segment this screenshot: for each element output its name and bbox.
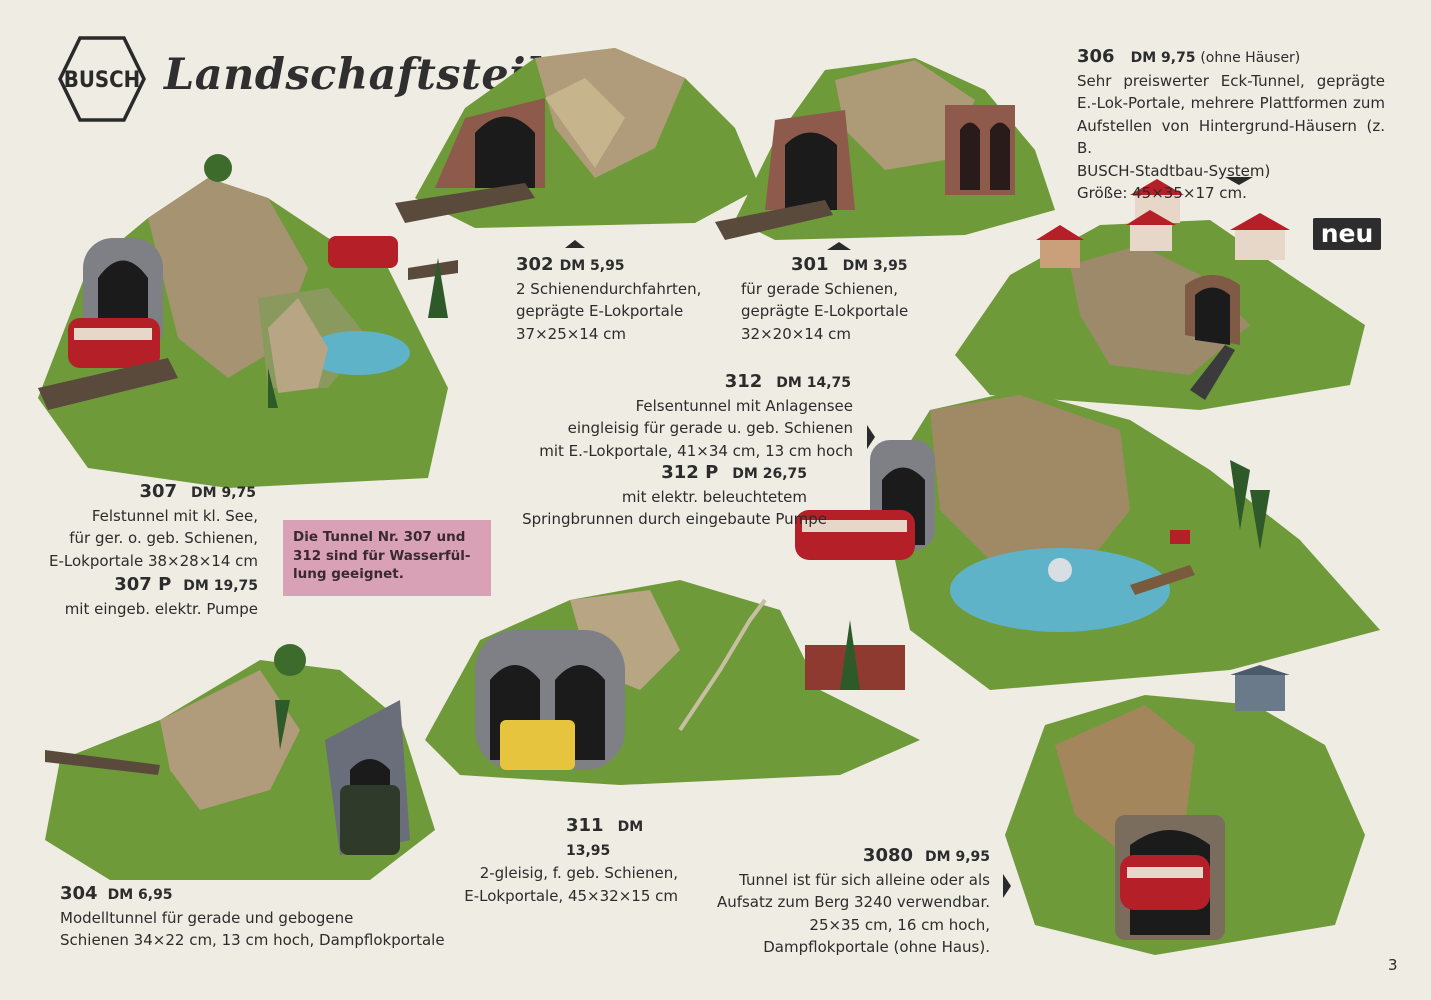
busch-logo: BUSCH [58, 36, 146, 122]
tunnel-302-picture [395, 48, 760, 228]
product-306-line: BUSCH-Stadtbau-System) [1077, 161, 1271, 180]
product-301-price: DM 3,95 [842, 258, 908, 274]
product-3080-line: Aufsatz zum Berg 3240 verwendbar. [716, 893, 990, 911]
product-307-text: 307 DM 9,75 Felstunnel mit kl. See, für g… [40, 481, 258, 620]
product-301-line: für gerade Schienen, [741, 279, 899, 298]
product-304-text: 304 DM 6,95 Modelltunnel für gerade und g… [60, 883, 460, 952]
product-312p-line: mit elektr. beleuchtetem [621, 487, 807, 506]
product-307-number: 307 [139, 481, 178, 502]
product-3080-line: 25×35 cm, 16 cm hoch, [809, 915, 990, 934]
product-306-number: 306 [1077, 46, 1115, 67]
product-301-text: 301 DM 3,95 für gerade Schienen, geprägte… [741, 254, 941, 345]
product-302-price: DM 5,95 [559, 258, 625, 274]
water-fill-note: Die Tunnel Nr. 307 und 312 sind für Wass… [283, 520, 491, 596]
product-307-line: E-Lokportale 38×28×14 cm [49, 551, 258, 570]
product-312-number: 312 [724, 371, 763, 392]
product-311-line: E-Lokportale, 45×32×15 cm [464, 886, 678, 905]
product-301-number: 301 [791, 254, 829, 275]
product-306-price: DM 9,75 [1130, 50, 1196, 66]
product-312p-price: DM 26,75 [732, 466, 807, 482]
page-number: 3 [1388, 956, 1398, 974]
product-312-line: Felsentunnel mit Anlagensee [635, 396, 853, 415]
product-311-line: 2-gleisig, f. geb. Schienen, [479, 864, 678, 882]
tunnel-311-picture [425, 580, 920, 785]
product-302-text: 302 DM 5,95 2 Schienendurchfahrten, geprä… [516, 254, 726, 345]
pointer-312 [867, 425, 875, 449]
water-fill-note-line: 312 sind für Wasserfül- [293, 547, 471, 564]
pointer-302 [565, 240, 585, 248]
product-307p-price: DM 19,75 [183, 578, 258, 594]
product-312-line: mit E.-Lokportale, 41×34 cm, 13 cm hoch [539, 441, 853, 460]
product-3080-price: DM 9,95 [925, 849, 990, 865]
product-302-line: geprägte E-Lokportale [516, 302, 684, 320]
product-312-line: eingleisig für gerade u. geb. Schienen [567, 419, 853, 437]
pointer-306 [1225, 177, 1253, 185]
product-311-number: 311 [566, 815, 604, 836]
logo-text: BUSCH [64, 68, 141, 93]
water-fill-note-line: Die Tunnel Nr. 307 und [293, 529, 466, 545]
product-3080-line: Tunnel ist für sich alleine oder als [739, 870, 990, 889]
product-301-line: 32×20×14 cm [741, 324, 852, 343]
product-311-price: DM 13,95 [566, 819, 644, 859]
product-302-line: 37×25×14 cm [516, 324, 627, 343]
product-306-line: Aufstellen von Hintergrund-Häusern (z. B… [1077, 116, 1385, 158]
water-fill-note-line: lung geeignet. [293, 566, 404, 582]
product-307-line: Felstunnel mit kl. See, [91, 506, 258, 525]
product-302-number: 302 [516, 254, 554, 275]
product-306-line: E.-Lok-Portale, mehrere Plattformen zum [1077, 94, 1385, 112]
product-306-line: Größe: 45×35×17 cm. [1077, 184, 1247, 202]
product-312p-number: 312 P [661, 462, 719, 483]
product-312-price: DM 14,75 [776, 375, 851, 391]
product-307p-line: mit eingeb. elektr. Pumpe [64, 599, 258, 618]
product-307-price: DM 9,75 [191, 485, 256, 501]
product-306-line: Sehr preiswerter Eck-Tunnel, geprägte [1077, 71, 1385, 90]
product-306-text: 306 DM 9,75 (ohne Häuser) Sehr preiswerte… [1077, 46, 1385, 205]
product-304-price: DM 6,95 [107, 887, 173, 903]
product-3080-text: 3080 DM 9,95 Tunnel ist für sich alleine … [690, 845, 990, 959]
product-3080-line: Dampflokportale (ohne Haus). [763, 938, 990, 956]
tunnel-301-picture [715, 58, 1055, 240]
pointer-301 [827, 242, 851, 250]
pointer-3080 [1003, 874, 1011, 898]
product-304-number: 304 [60, 883, 98, 904]
tunnel-312-picture [795, 390, 1380, 690]
tunnel-3080-picture [1005, 665, 1365, 955]
product-307-line: für ger. o. geb. Schienen, [69, 529, 258, 547]
product-312p-line: Springbrunnen durch eingebaute Pumpe [522, 510, 827, 528]
product-307p-number: 307 P [114, 574, 172, 595]
new-badge: neu [1313, 218, 1381, 250]
product-3080-number: 3080 [862, 845, 914, 866]
product-301-line: geprägte E-Lokportale [741, 302, 909, 320]
tunnel-306-picture [955, 179, 1365, 410]
product-304-line: Schienen 34×22 cm, 13 cm hoch, Dampflokp… [60, 931, 445, 949]
tunnel-307-picture [38, 154, 458, 488]
tunnel-304-picture [45, 644, 435, 880]
product-302-line: 2 Schienendurchfahrten, [516, 279, 702, 298]
product-304-line: Modelltunnel für gerade und gebogene [60, 908, 354, 927]
product-306-price-note: (ohne Häuser) [1200, 50, 1301, 66]
